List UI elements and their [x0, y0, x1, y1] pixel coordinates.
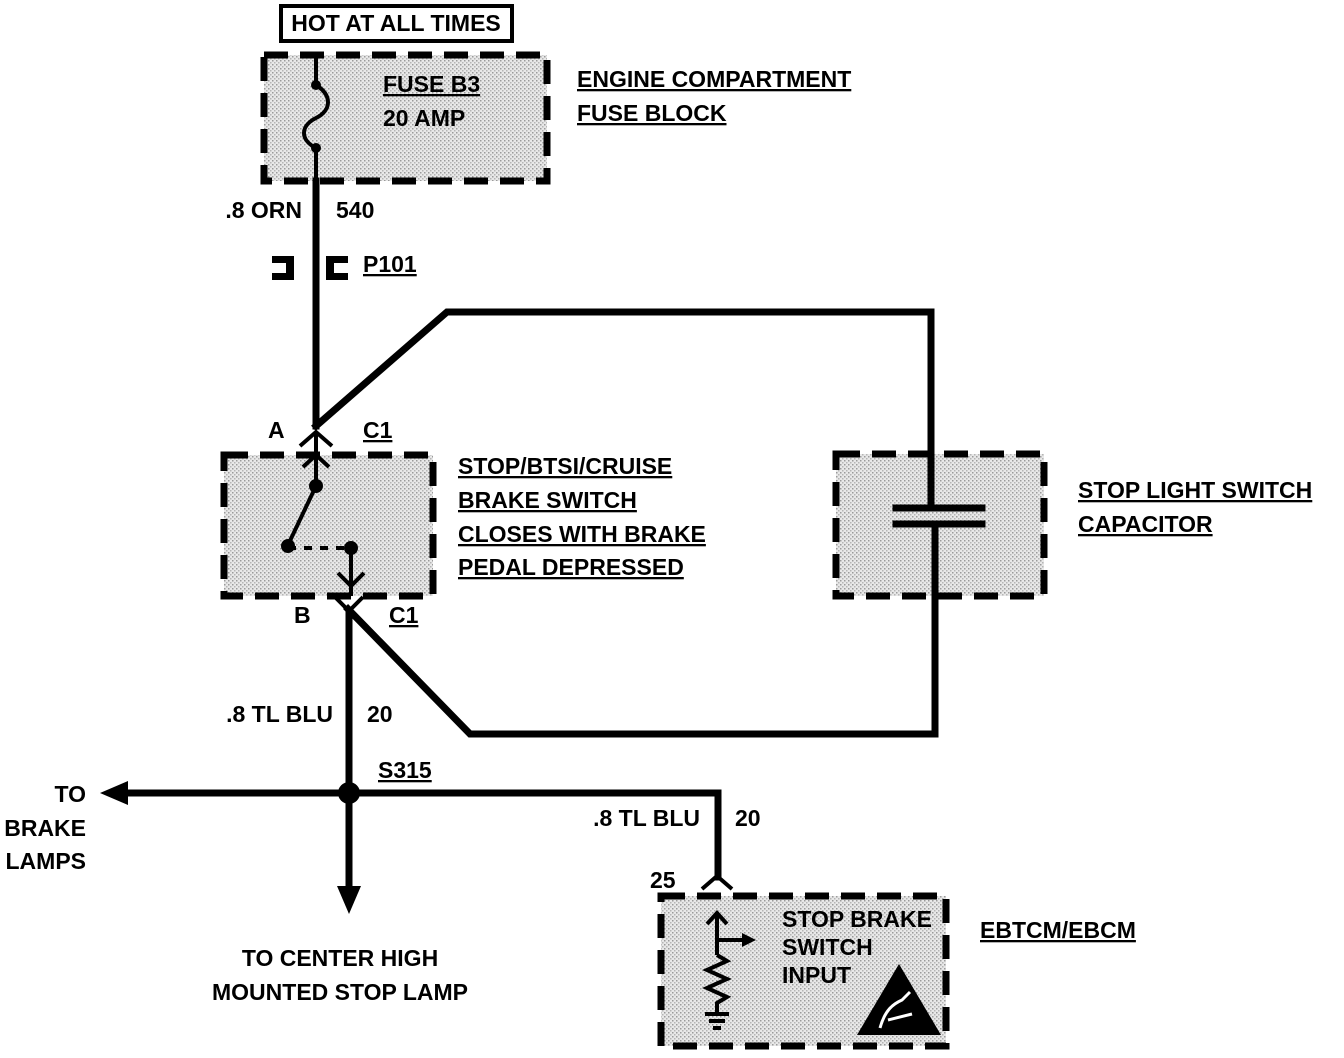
switch-blade — [286, 485, 318, 546]
switch-pin-b: B — [294, 602, 311, 628]
to-brake-lamps-line3: LAMPS — [6, 848, 87, 874]
to-brake-lamps-line1: TO — [54, 781, 86, 807]
to-chmsl-line2: MOUNTED STOP LAMP — [212, 979, 468, 1005]
ebcm-input-line1: STOP BRAKE — [782, 906, 932, 932]
esd-hand-icon — [878, 990, 913, 1029]
fuse-block-label-line1: ENGINE COMPARTMENT — [577, 66, 851, 92]
arrow-to-chmsl — [337, 886, 361, 914]
switch-label-line4: PEDAL DEPRESSED — [458, 554, 684, 580]
wire-top-gauge-color: .8 ORN — [225, 197, 302, 223]
switch-arrow-up — [301, 452, 331, 469]
wire-capacitor-bottom — [343, 520, 939, 738]
wire-capacitor-top — [311, 308, 935, 509]
brake-switch-box — [220, 451, 437, 600]
switch-arrow-down — [336, 571, 366, 589]
wire-mid-circuit: 20 — [367, 701, 393, 727]
wire-mid-gauge-color: .8 TL BLU — [226, 701, 333, 727]
ebcm-input-line2: SWITCH — [782, 934, 873, 960]
capacitor-label-line1: STOP LIGHT SWITCH — [1078, 477, 1312, 503]
connector-p101-label: P101 — [363, 251, 417, 277]
fuse-b3-symbol — [302, 55, 330, 181]
capacitor-label-line2: CAPACITOR — [1078, 511, 1213, 537]
arrow-to-brake-lamps — [100, 781, 128, 805]
wire-top-circuit: 540 — [336, 197, 374, 223]
ebcm-resistor — [702, 953, 732, 1012]
to-chmsl-line1: TO CENTER HIGH — [242, 945, 438, 971]
hot-at-all-times-label: HOT AT ALL TIMES — [291, 10, 501, 36]
ebcm-name: EBTCM/EBCM — [980, 917, 1136, 943]
wire-right-gauge-color: .8 TL BLU — [593, 805, 700, 831]
switch-pin-b-conn: C1 — [389, 602, 419, 628]
splice-s315-label: S315 — [378, 757, 432, 783]
fuse-terminal-bottom — [311, 143, 321, 153]
wire-to-ebcm — [356, 789, 722, 881]
switch-pin-a: A — [268, 417, 285, 443]
fuse-name: FUSE B3 — [383, 71, 480, 97]
ebcm-pin-label: 25 — [650, 867, 676, 893]
ebcm-pin-connector — [700, 873, 734, 891]
fuse-block-label-line2: FUSE BLOCK — [577, 100, 727, 126]
switch-label-line3: CLOSES WITH BRAKE — [458, 521, 706, 547]
capacitor-box — [832, 450, 1048, 600]
fuse-block-box — [260, 51, 551, 185]
switch-pin-a-conn: C1 — [363, 417, 393, 443]
switch-label-line1: STOP/BTSI/CRUISE — [458, 453, 672, 479]
ebcm-input-arrow-up — [705, 910, 729, 926]
fuse-terminal-top — [311, 80, 321, 90]
ebcm-input-line3: INPUT — [782, 962, 851, 988]
wire-right-circuit: 20 — [735, 805, 761, 831]
to-brake-lamps-line2: BRAKE — [4, 815, 86, 841]
connector-p101-left — [272, 256, 294, 280]
ebcm-input-arrow-right — [742, 933, 756, 947]
fuse-rating: 20 AMP — [383, 105, 465, 131]
switch-label-line2: BRAKE SWITCH — [458, 487, 637, 513]
connector-p101-right — [326, 256, 348, 280]
esd-warning-icon — [857, 964, 941, 1035]
hot-at-all-times-box — [279, 4, 514, 43]
